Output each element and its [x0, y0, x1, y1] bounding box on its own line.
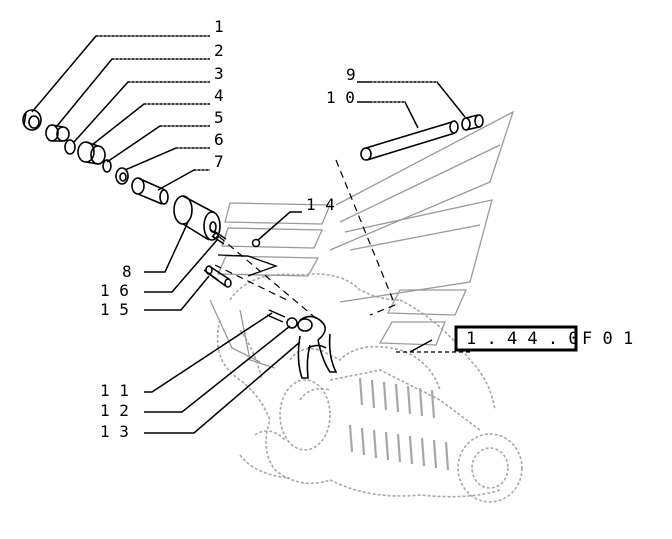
assembly-lines [209, 159, 470, 353]
callout-14: 1 4 [306, 195, 335, 214]
part-1-snap-ring [22, 109, 42, 131]
callout-10: 1 0 [326, 88, 355, 107]
gearbox-housing-outline [216, 273, 523, 503]
reference-code: 1 . 4 4 . 0 [466, 329, 579, 349]
reference-suffix: F 0 1 [582, 329, 633, 349]
part-5-washer [102, 159, 112, 173]
callout-16: 1 6 [100, 281, 129, 300]
callout-8: 8 [122, 262, 132, 281]
part-4-spring-guide [77, 141, 106, 165]
part-16-pin [211, 230, 227, 245]
part-11-pin [266, 309, 286, 323]
part-15-dowel-pin [203, 265, 232, 288]
part-7-plunger-pin [131, 177, 169, 205]
callout-5: 5 [214, 108, 224, 127]
reference-code-box: 1 . 4 4 . 0 F 0 1 [454, 325, 633, 352]
part-3-o-ring [64, 139, 76, 155]
part-14-ball [251, 238, 261, 248]
gearbox-gear-teeth [348, 377, 450, 471]
callout-3: 3 [214, 64, 224, 83]
callout-6: 6 [214, 130, 224, 149]
callout-1: 1 [214, 17, 224, 36]
part-2-bushing [45, 124, 70, 142]
callout-9: 9 [346, 65, 356, 84]
leader-dots [98, 35, 437, 171]
part-12-spring-pin [286, 317, 298, 329]
callout-7: 7 [214, 152, 224, 171]
callout-labels: 1 2 3 4 5 6 7 8 9 1 0 1 1 1 2 1 3 1 4 1 … [100, 17, 356, 441]
part-9-end-cap [461, 114, 484, 131]
callout-2: 2 [214, 41, 224, 60]
callout-11: 1 1 [100, 381, 129, 400]
detent-indicator [217, 254, 278, 277]
part-8-cylinder [173, 195, 221, 241]
part-13-shift-fork [297, 315, 338, 379]
callout-15: 1 5 [100, 300, 129, 319]
wing-panels [209, 110, 515, 369]
part-10-shaft [360, 120, 459, 161]
leader-lines [31, 35, 466, 434]
callout-4: 4 [214, 86, 224, 105]
callout-12: 1 2 [100, 401, 129, 420]
part-6-ring [115, 167, 129, 185]
callout-13: 1 3 [100, 422, 129, 441]
